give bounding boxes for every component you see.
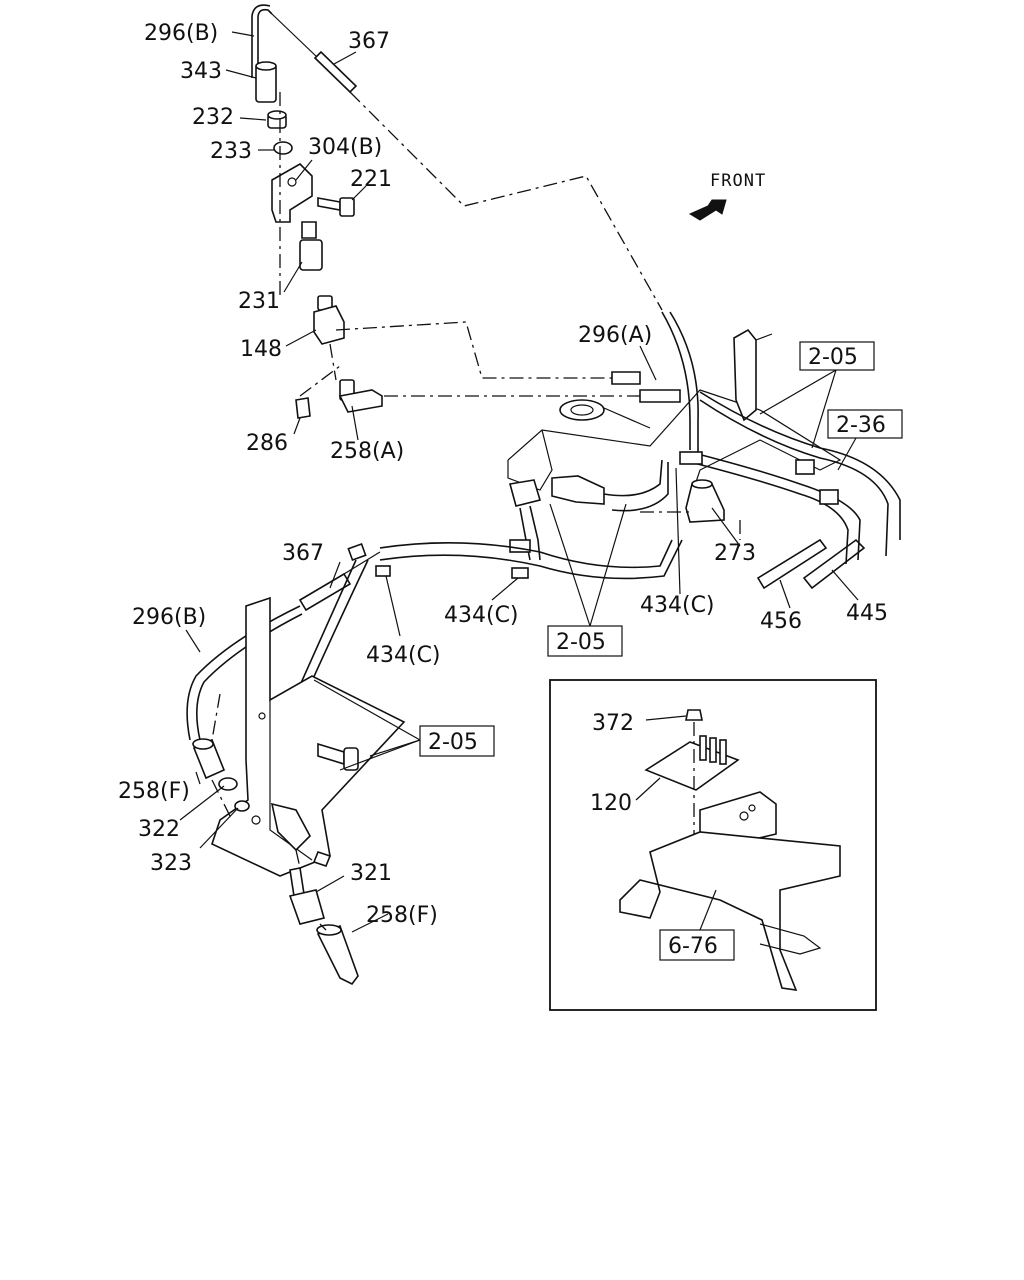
hose-bundle [699,391,901,540]
callout-445: 445 [846,601,888,626]
reference-boxes: 2-05 2-36 2-05 2-05 6-76 [419,341,903,961]
fitting-343 [255,61,277,103]
ref-box-2-05-low: 2-05 [428,730,478,755]
callout-322: 322 [138,817,180,842]
callout-258f-upper: 258(F) [118,779,190,804]
boot-273 [685,479,725,523]
exploded-stack-top [251,4,663,419]
callout-304b: 304(B) [308,135,382,160]
callout-labels: 296(B) 367 343 232 233 304(B) 221 231 14… [118,21,888,928]
leader-lines [179,31,859,933]
callout-296b-top: 296(B) [144,21,218,46]
front-arrow-icon [688,199,727,221]
callout-296a: 296(A) [578,323,652,348]
ref-box-2-36: 2-36 [836,413,886,438]
fitting-231 [299,221,323,271]
front-indicator: FRONT [688,171,766,221]
callout-286: 286 [246,431,288,456]
elbow-258a [338,379,383,413]
callout-273: 273 [714,541,756,566]
hose-456 [756,538,828,590]
valve-148 [313,295,345,345]
callout-120: 120 [590,791,632,816]
washer-233 [273,141,293,155]
fitting-258f-lower [316,924,359,986]
hose-long [379,539,673,569]
callout-434c-3: 434(C) [366,643,441,668]
callout-323: 323 [150,851,192,876]
callout-231: 231 [238,289,280,314]
pipe-296b-top [257,8,273,78]
callout-343: 343 [180,59,222,84]
nut-232 [267,110,287,129]
callout-233: 233 [210,139,252,164]
callout-232: 232 [192,105,234,130]
hose-445 [802,538,866,590]
callout-434c-2: 434(C) [640,593,715,618]
coupler-left [508,479,542,507]
callout-367-top: 367 [348,29,390,54]
bracket-right [733,328,757,422]
tube-367-top [271,13,319,59]
ref-box-2-05-mid: 2-05 [556,630,606,655]
plug-286 [295,397,311,419]
front-label: FRONT [710,171,766,191]
fitting-321 [288,867,325,925]
callout-321: 321 [350,861,392,886]
nut-323 [234,800,250,812]
tube-367-mid [298,572,352,612]
bracket-304b [271,163,313,223]
pipe-296a [661,311,691,450]
ref-box-6-76: 6-76 [668,934,718,959]
callout-296b-mid: 296(B) [132,605,206,630]
callout-372: 372 [592,711,634,736]
bolt-221 [317,197,355,217]
inset-frame [549,679,877,1011]
callout-367-mid: 367 [282,541,324,566]
fitting-258f-upper [192,738,226,780]
callout-221: 221 [350,167,392,192]
callout-434c-1: 434(C) [444,603,519,628]
callout-456: 456 [760,609,802,634]
main-assembly [186,311,901,986]
ref-box-2-05-top: 2-05 [808,345,858,370]
callout-148: 148 [240,337,282,362]
nut-372 [685,709,703,721]
callout-258a: 258(A) [330,439,404,464]
callout-258f-lower: 258(F) [366,903,438,928]
